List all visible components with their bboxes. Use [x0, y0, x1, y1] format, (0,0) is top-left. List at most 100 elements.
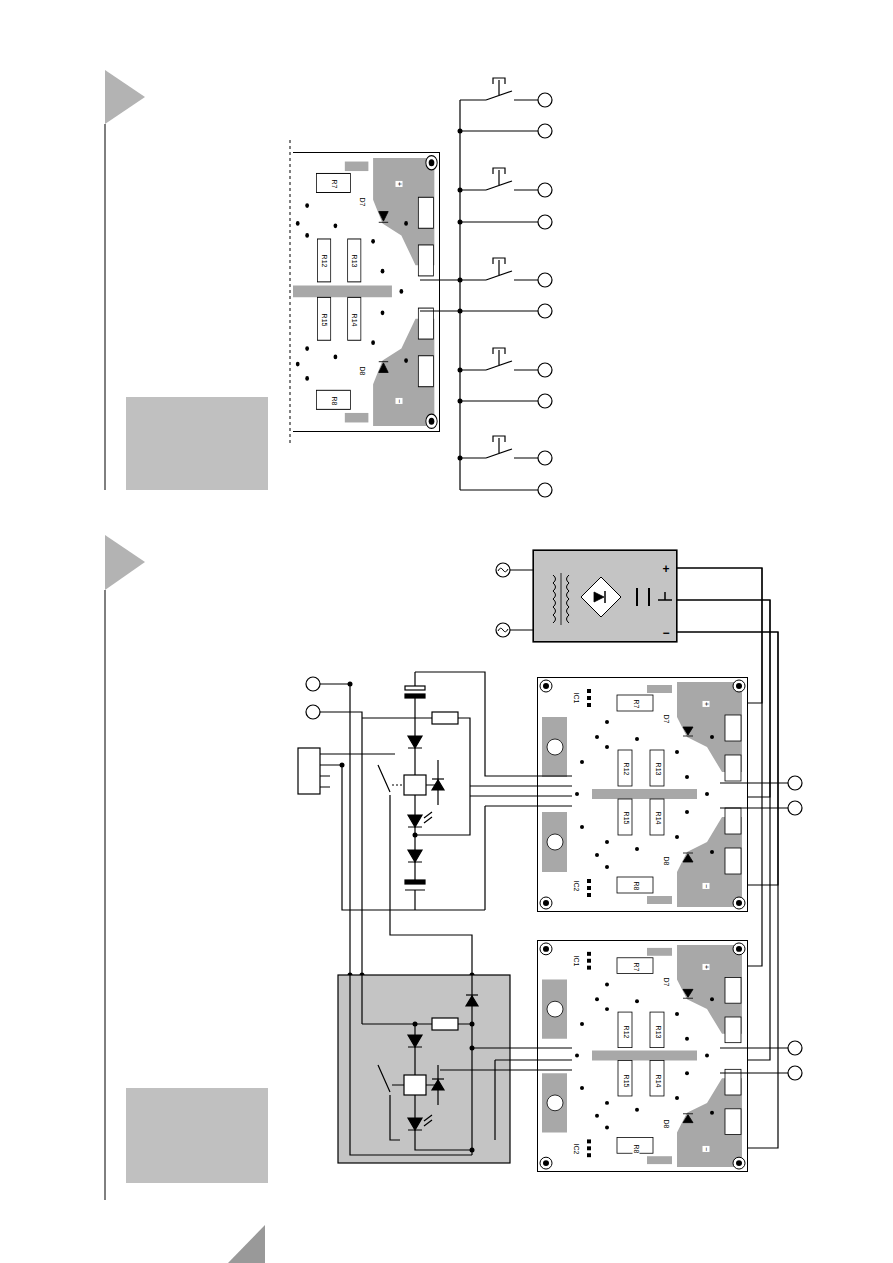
junction-dot [458, 129, 463, 134]
junction-dot [458, 309, 463, 314]
protection-circuit [298, 748, 320, 794]
component-label: IC2 [573, 880, 580, 893]
pcb-artwork [241, 152, 440, 432]
switch-wiring [460, 168, 538, 190]
terminal [538, 215, 552, 229]
junction-dot [413, 833, 418, 838]
power-supply [594, 592, 604, 602]
power-supply-box: +− [533, 550, 677, 642]
component-label: R8 [330, 396, 337, 407]
junction-dot [413, 1022, 475, 1153]
terminal [788, 1041, 802, 1055]
terminal [306, 677, 320, 691]
supply-wire [677, 568, 762, 703]
component-label: R13 [655, 1025, 662, 1040]
component-label: R14 [655, 1074, 662, 1089]
component-label: R12 [623, 762, 630, 777]
protection-circuit [408, 815, 422, 827]
supply-wire [677, 600, 770, 1060]
protection-circuit [298, 672, 572, 975]
component-label: D7 [663, 977, 670, 988]
protection-module [408, 1035, 422, 1047]
terminal [538, 304, 552, 318]
margin-rule [105, 124, 106, 490]
figure-marker [105, 535, 145, 590]
margin-rule [105, 590, 106, 1200]
junction-dot [458, 220, 463, 225]
protection-circuit [392, 784, 404, 785]
margin-rule [105, 124, 106, 1200]
figure-marker [105, 70, 145, 124]
junction-dot [340, 763, 345, 768]
power-supply [567, 575, 570, 623]
caption-panel [126, 1088, 268, 1183]
junction-dot [470, 1022, 475, 1027]
junction-dot [458, 278, 463, 283]
pcb-artwork [537, 677, 748, 912]
junction-dot [470, 1046, 475, 1051]
protection-module [466, 996, 478, 1006]
protection-circuit [405, 890, 425, 910]
component-label: R12 [623, 1025, 630, 1040]
terminal [538, 394, 552, 408]
protection-circuit [405, 880, 425, 884]
terminal [538, 183, 552, 197]
terminal [538, 363, 552, 377]
protection-circuit [405, 694, 425, 698]
protection-circuit [470, 786, 572, 910]
protection-circuit [320, 754, 485, 910]
protection-circuit [408, 862, 422, 880]
component-label: R14 [351, 313, 358, 328]
protection-module [338, 975, 510, 1163]
component-label: + [396, 181, 403, 187]
terminal [306, 705, 320, 719]
terminal [538, 93, 552, 107]
protection-circuit [432, 780, 444, 790]
pcb-artwork [537, 940, 748, 1172]
junction-dot [340, 682, 475, 978]
protection-circuit [408, 736, 422, 748]
protection-circuit [378, 765, 472, 975]
protection-module [432, 1080, 444, 1090]
switch-wiring [460, 436, 538, 458]
component-label: R15 [623, 1074, 630, 1089]
power-supply [658, 592, 672, 600]
component-label: − [661, 627, 670, 639]
pcb-board: R7+D7R12R13R15R14D8R8− [293, 152, 440, 432]
component-label: D7 [359, 197, 366, 208]
protection-circuit [320, 684, 362, 975]
junction-dot [348, 682, 353, 687]
component-label: IC1 [573, 692, 580, 705]
switch-wiring [460, 348, 538, 370]
component-label: D8 [663, 1119, 670, 1130]
protection-circuit [408, 850, 422, 862]
supply-wire [677, 568, 762, 966]
figure-marker [105, 70, 265, 1263]
power-supply [561, 573, 562, 625]
power-supply [553, 575, 556, 623]
terminal [538, 451, 552, 465]
terminal [788, 776, 802, 790]
figure-marker [228, 1225, 265, 1263]
cut-line [290, 140, 291, 445]
pcb-board: IC1R7+D7R12R13R15R14D8IC2R8− [537, 940, 748, 1172]
switch-wiring [460, 131, 538, 490]
pcb-artwork [241, 152, 440, 432]
power-supply [496, 550, 677, 642]
protection-module [404, 1075, 426, 1095]
terminal [788, 1066, 802, 1080]
component-label: − [703, 883, 710, 889]
protection-module [432, 1018, 458, 1030]
switch-wiring [459, 100, 460, 490]
protection-module [378, 1065, 404, 1140]
caption-panel [126, 397, 268, 490]
terminal [538, 483, 552, 497]
protection-module [432, 1078, 444, 1079]
component-label: R15 [321, 313, 328, 328]
protection-module [414, 1095, 415, 1118]
supply-wire [677, 632, 778, 1148]
protection-module [408, 1118, 422, 1130]
switch-wiring [420, 78, 538, 490]
